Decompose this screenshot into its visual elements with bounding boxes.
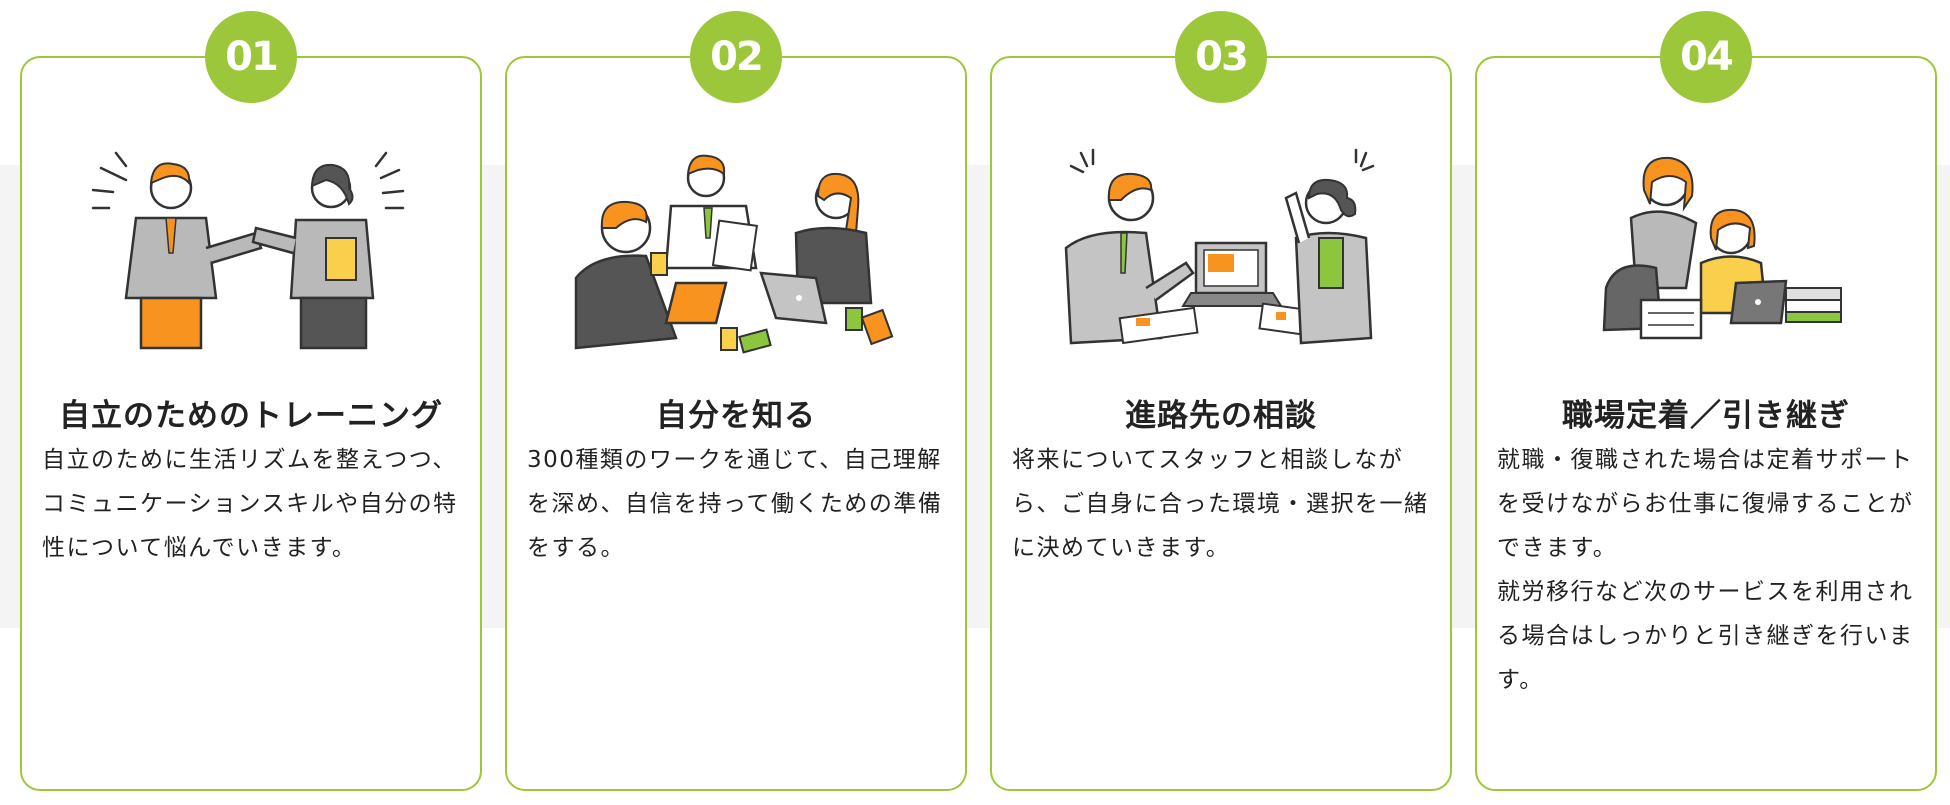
card-title: 進路先の相談 <box>1125 398 1317 434</box>
card-title: 自分を知る <box>656 398 816 434</box>
step-number-badge: 02 <box>690 11 782 103</box>
card-paragraph: 300種類のワークを通じて、自己理解を深め、自信を持って働くための準備をする。 <box>527 447 943 561</box>
step-number-badge: 01 <box>205 11 297 103</box>
card-title: 職場定着／引き継ぎ <box>1562 398 1850 434</box>
step-number-badge: 03 <box>1175 11 1267 103</box>
step-card-1: 01 自立のためのトレーニング 自立のために生活リズムを整えつつ、コミュニケーシ… <box>20 11 482 791</box>
step-card-4: 04 職場定着／引き継ぎ 就職・復職された場合は定着サポートを受けながらお仕事に… <box>1475 11 1937 791</box>
step-card-2: 02 自分を知る 300種類のワークを通じて、自己理解を深め、自信を持って働くた… <box>505 11 967 791</box>
card-paragraph: 将来についてスタッフと相談しながら、ご自身に合った環境・選択を一緒に決めていきま… <box>1012 447 1429 561</box>
card-paragraph: 就職・復職された場合は定着サポートを受けながらお仕事に復帰することができます。 <box>1497 447 1914 561</box>
two-people-greeting-illustration-icon <box>91 151 405 350</box>
consultation-illustration-icon <box>1064 148 1375 345</box>
workplace-support-illustration-icon <box>1602 156 1842 340</box>
card-description: 自立のために生活リズムを整えつつ、コミュニケーションスキルや自分の特性について悩… <box>42 438 462 570</box>
card-title: 自立のためのトレーニング <box>59 398 443 434</box>
card-description: 将来についてスタッフと相談しながら、ご自身に合った環境・選択を一緒に決めていきま… <box>1012 438 1432 570</box>
step-number-badge: 04 <box>1660 11 1752 103</box>
card-paragraph: 自立のために生活リズムを整えつつ、コミュニケーションスキルや自分の特性について悩… <box>42 447 458 561</box>
team-meeting-illustration-icon <box>574 154 894 354</box>
card-description: 就職・復職された場合は定着サポートを受けながらお仕事に復帰することができます。 … <box>1497 438 1917 702</box>
card-description: 300種類のワークを通じて、自己理解を深め、自信を持って働くための準備をする。 <box>527 438 947 570</box>
step-card-3: 03 進路先の相談 将来についてスタッフと相談しながら、ご自身に合った環境・選択… <box>990 11 1452 791</box>
card-paragraph: 就労移行など次のサービスを利用される場合はしっかりと引き継ぎを行います。 <box>1497 579 1914 693</box>
